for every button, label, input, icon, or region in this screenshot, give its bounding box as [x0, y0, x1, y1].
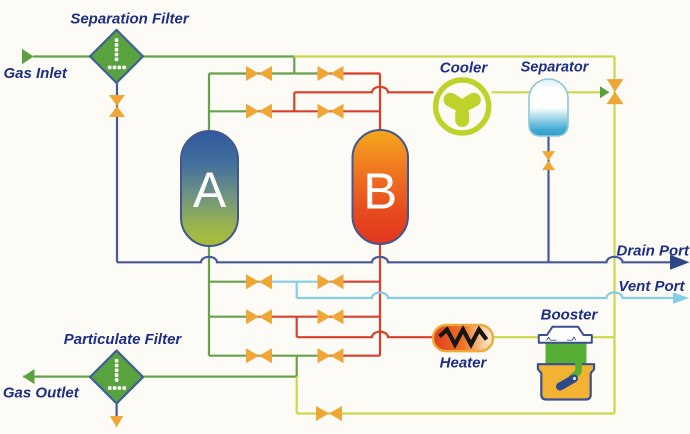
- svg-text:Booster: Booster: [541, 307, 599, 324]
- svg-text:Vent Port: Vent Port: [618, 278, 685, 295]
- svg-text:Particulate Filter: Particulate Filter: [64, 331, 183, 348]
- svg-text:Gas Inlet: Gas Inlet: [4, 65, 68, 82]
- svg-text:B: B: [363, 163, 397, 220]
- svg-text:A: A: [193, 162, 227, 218]
- svg-text:Separation Filter: Separation Filter: [70, 10, 190, 27]
- svg-text:Heater: Heater: [440, 354, 488, 371]
- svg-text:Gas Outlet: Gas Outlet: [3, 385, 80, 402]
- svg-text:Separator: Separator: [521, 60, 590, 76]
- svg-text:Cooler: Cooler: [440, 60, 489, 77]
- svg-text:Drain Port: Drain Port: [616, 243, 690, 260]
